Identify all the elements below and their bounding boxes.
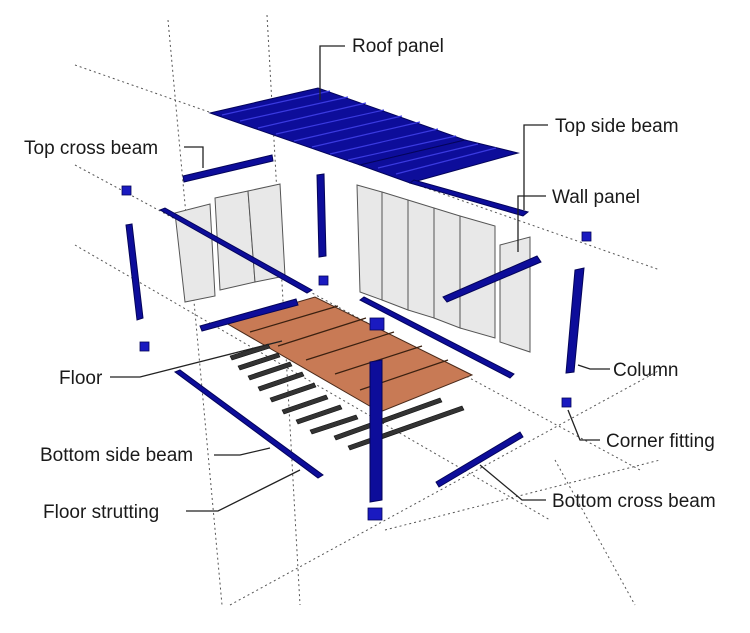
columns (125, 173, 585, 503)
label-roof-panel: Roof panel (352, 36, 444, 57)
wall-panel-left (174, 183, 286, 303)
label-bottom-cross-beam: Bottom cross beam (552, 491, 716, 512)
label-top-side-beam: Top side beam (555, 116, 679, 137)
top-cross-beam (182, 154, 274, 183)
label-corner-fitting: Corner fitting (606, 431, 715, 452)
roof-panel (208, 87, 520, 184)
label-bottom-side-beam: Bottom side beam (40, 445, 193, 466)
leader-lines (110, 45, 610, 512)
bottom-side-beams (173, 296, 515, 479)
label-floor-strutting: Floor strutting (43, 502, 159, 523)
corner-fittings (121, 185, 592, 521)
top-side-beams (158, 179, 542, 303)
label-wall-panel: Wall panel (552, 187, 640, 208)
label-column: Column (613, 360, 678, 381)
bottom-cross-beams (199, 298, 524, 488)
label-floor: Floor (59, 368, 103, 389)
label-top-cross-beam: Top cross beam (24, 138, 158, 159)
